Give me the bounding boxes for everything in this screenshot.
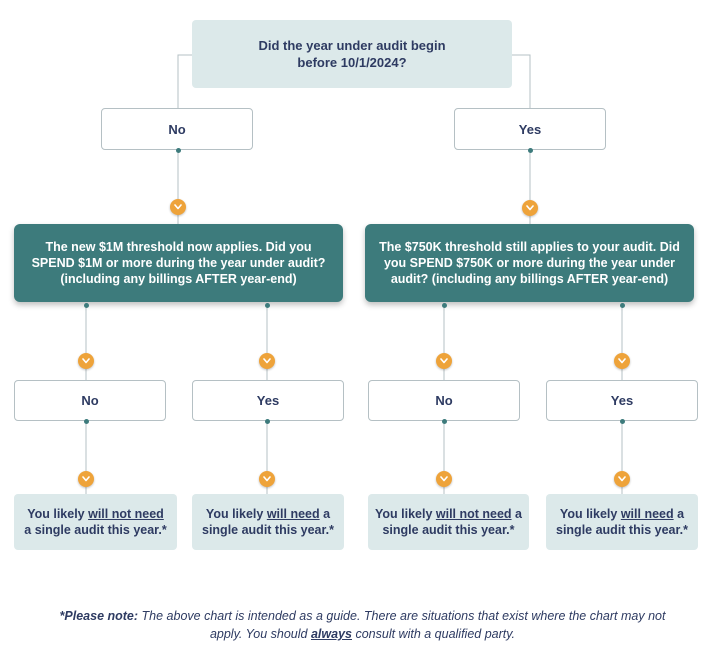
chevron-down-icon: [259, 471, 275, 487]
connector-dot: [83, 302, 89, 308]
answer-yes-box: Yes: [192, 380, 344, 421]
answer-no-box: No: [101, 108, 253, 150]
decision-1m-line-2: SPEND $1M or more during the year under …: [31, 256, 326, 270]
chevron-down-icon: [614, 353, 630, 369]
chevron-down-icon: [78, 471, 94, 487]
answer-yes-label: Yes: [610, 393, 634, 408]
result-suffix: a: [673, 507, 685, 521]
footnote-text-2: apply. You should: [209, 627, 311, 641]
result-box: You likely will need a single audit this…: [546, 494, 698, 550]
question-line-1: Did the year under audit begin: [258, 38, 446, 53]
connector-dot: [264, 418, 270, 424]
decision-750k-line-3: audit? (including any billings AFTER yea…: [390, 272, 669, 286]
footnote-text-3: consult with a qualified party.: [351, 627, 516, 641]
answer-yes-box: Yes: [454, 108, 606, 150]
result-suffix: a: [319, 507, 331, 521]
result-prefix: You likely: [27, 507, 89, 521]
answer-no-box: No: [368, 380, 520, 421]
answer-yes-label: Yes: [256, 393, 280, 408]
result-line-2: single audit this year.*: [202, 523, 334, 537]
connector-dot: [441, 302, 447, 308]
answer-no-label: No: [435, 393, 453, 408]
answer-no-label: No: [168, 121, 186, 137]
result-emphasis: will not need: [88, 507, 164, 521]
result-emphasis: will need: [266, 507, 320, 521]
decision-1m-line-1: The new $1M threshold now applies. Did y…: [45, 240, 312, 254]
connector-dot: [441, 418, 447, 424]
result-box: You likely will not need a single audit …: [368, 494, 529, 550]
result-line-2: single audit this year.*: [556, 523, 688, 537]
connector-dot: [619, 418, 625, 424]
chevron-down-icon: [170, 199, 186, 215]
chevron-down-icon: [259, 353, 275, 369]
connector-dot: [83, 418, 89, 424]
result-prefix: You likely: [205, 507, 267, 521]
connector-dot: [175, 147, 181, 153]
result-prefix: You likely: [374, 507, 436, 521]
result-box: You likely will need a single audit this…: [192, 494, 344, 550]
connector-dot: [619, 302, 625, 308]
decision-750k-line-1: The $750K threshold still applies to you…: [379, 240, 680, 254]
result-suffix: a: [511, 507, 523, 521]
decision-1m-line-3: (including any billings AFTER year-end): [60, 272, 297, 286]
result-line-2: single audit this year.*: [382, 523, 515, 537]
chevron-down-icon: [78, 353, 94, 369]
question-box: Did the year under audit begin before 10…: [192, 20, 512, 88]
decision-box-1m-threshold: The new $1M threshold now applies. Did y…: [14, 224, 343, 302]
result-line-2: a single audit this year.*: [24, 523, 167, 537]
result-box: You likely will not need a single audit …: [14, 494, 177, 550]
answer-no-label: No: [81, 393, 99, 408]
chevron-down-icon: [614, 471, 630, 487]
result-prefix: You likely: [559, 507, 621, 521]
decision-box-750k-threshold: The $750K threshold still applies to you…: [365, 224, 694, 302]
chevron-down-icon: [436, 471, 452, 487]
question-line-2: before 10/1/2024?: [297, 55, 407, 70]
result-emphasis: will not need: [435, 507, 512, 521]
footnote-lead: *Please note:: [59, 609, 139, 623]
connector-dot: [527, 147, 533, 153]
connector-dot: [264, 302, 270, 308]
decision-750k-line-2: you SPEND $750K or more during the year …: [383, 256, 676, 270]
footnote: *Please note: The above chart is intende…: [20, 607, 705, 643]
answer-yes-label: Yes: [518, 121, 542, 137]
answer-no-box: No: [14, 380, 166, 421]
chevron-down-icon: [436, 353, 452, 369]
result-emphasis: will need: [620, 507, 674, 521]
answer-yes-box: Yes: [546, 380, 698, 421]
footnote-always: always: [310, 627, 352, 641]
chevron-down-icon: [522, 200, 538, 216]
footnote-text-1: The above chart is intended as a guide. …: [138, 609, 666, 623]
